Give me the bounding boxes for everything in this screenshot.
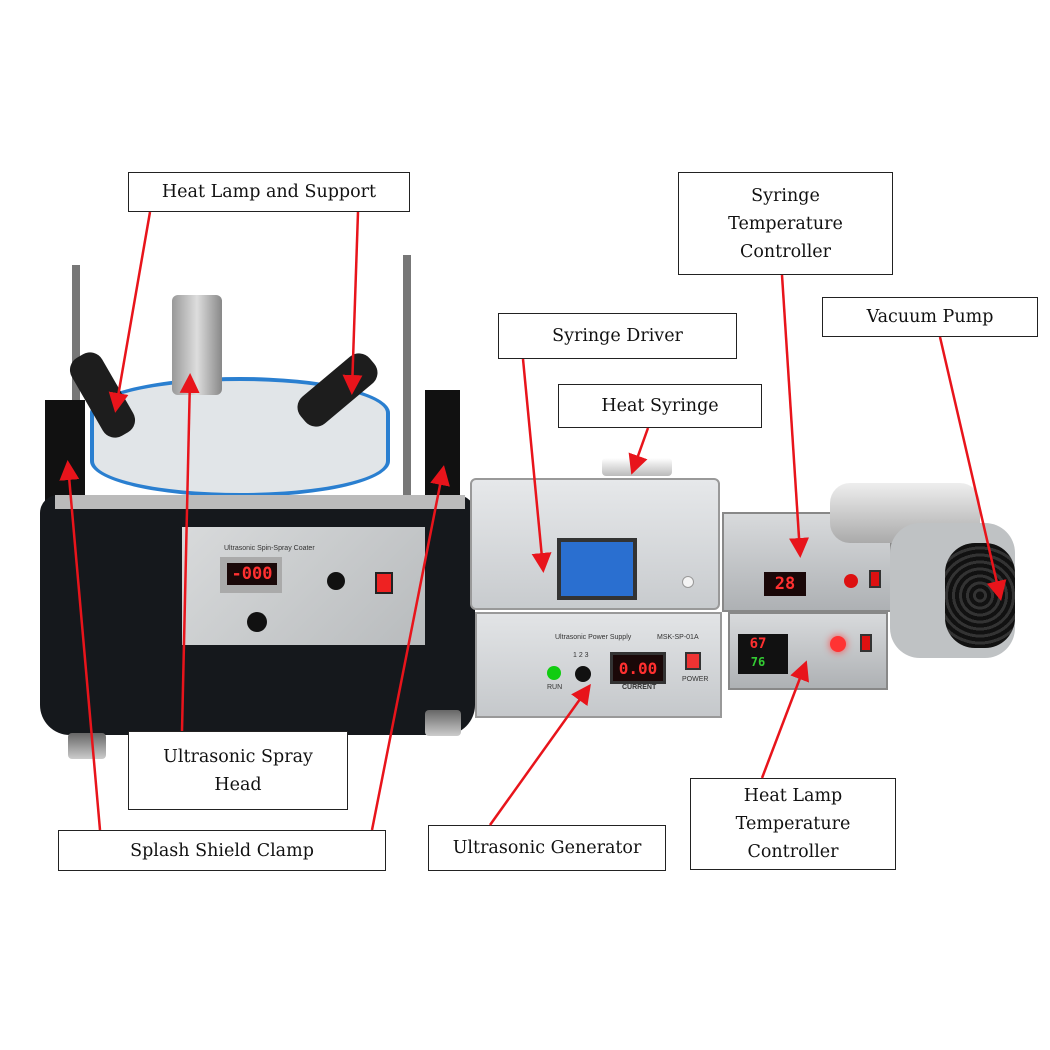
power-switch[interactable]	[685, 652, 701, 670]
level-knob[interactable]	[575, 666, 591, 682]
label-heat-syringe: Heat Syringe	[558, 384, 762, 428]
vacuum-pump	[830, 483, 1015, 673]
run-label: RUN	[547, 684, 563, 691]
heater-indicator	[830, 636, 846, 652]
heat-lamp-temp-display-bottom: 76	[750, 655, 766, 669]
spray-head	[172, 295, 222, 395]
power-switch[interactable]	[375, 572, 393, 594]
switch[interactable]	[860, 634, 872, 652]
current-display: 0.00	[610, 652, 666, 684]
spin-coater: Ultrasonic Spin-Spray Coater -000	[0, 255, 480, 785]
power-button[interactable]	[682, 576, 694, 588]
generator-model: MSK-SP-01A	[657, 634, 699, 641]
generator-brand: Ultrasonic Power Supply	[555, 634, 632, 641]
fan-grille	[945, 543, 1015, 648]
heater-button[interactable]	[844, 574, 858, 588]
power-label: POWER	[682, 676, 709, 683]
coater-panel: Ultrasonic Spin-Spray Coater -000	[182, 527, 425, 645]
support-rod-left	[72, 265, 80, 515]
label-heat-lamp-and-support: Heat Lamp and Support	[128, 172, 410, 212]
ultrasonic-generator: Ultrasonic Power Supply MSK-SP-01A 1 2 3…	[475, 612, 722, 718]
foot-right	[425, 710, 461, 736]
heat-syringe	[602, 458, 672, 476]
touch-screen[interactable]	[557, 538, 637, 600]
label-syringe-driver: Syringe Driver	[498, 313, 737, 359]
speed-knob[interactable]	[327, 572, 345, 590]
label-heat-lamp-temperature-controller: Heat Lamp Temperature Controller	[690, 778, 896, 870]
run-button[interactable]	[547, 666, 561, 680]
rpm-display: -000	[227, 563, 277, 585]
time-knob[interactable]	[247, 612, 267, 632]
label-syringe-temperature-controller: Syringe Temperature Controller	[678, 172, 893, 275]
heat-lamp-temp-display-top: 67	[749, 636, 767, 652]
foot-left	[68, 733, 106, 759]
switch[interactable]	[869, 570, 881, 588]
syringe-temp-display: 28	[764, 572, 806, 596]
label-splash-shield-clamp: Splash Shield Clamp	[58, 830, 386, 871]
current-label: CURRENT	[622, 684, 657, 691]
clamp-right	[425, 390, 460, 510]
support-rod-right	[403, 255, 411, 505]
label-ultrasonic-spray-head: Ultrasonic Spray Head	[128, 731, 348, 810]
dial-marks: 1 2 3	[573, 652, 589, 659]
label-vacuum-pump: Vacuum Pump	[822, 297, 1038, 337]
syringe-driver	[470, 458, 720, 610]
coater-top-rim	[55, 495, 465, 509]
panel-title: Ultrasonic Spin-Spray Coater	[224, 545, 315, 552]
label-ultrasonic-generator: Ultrasonic Generator	[428, 825, 666, 871]
